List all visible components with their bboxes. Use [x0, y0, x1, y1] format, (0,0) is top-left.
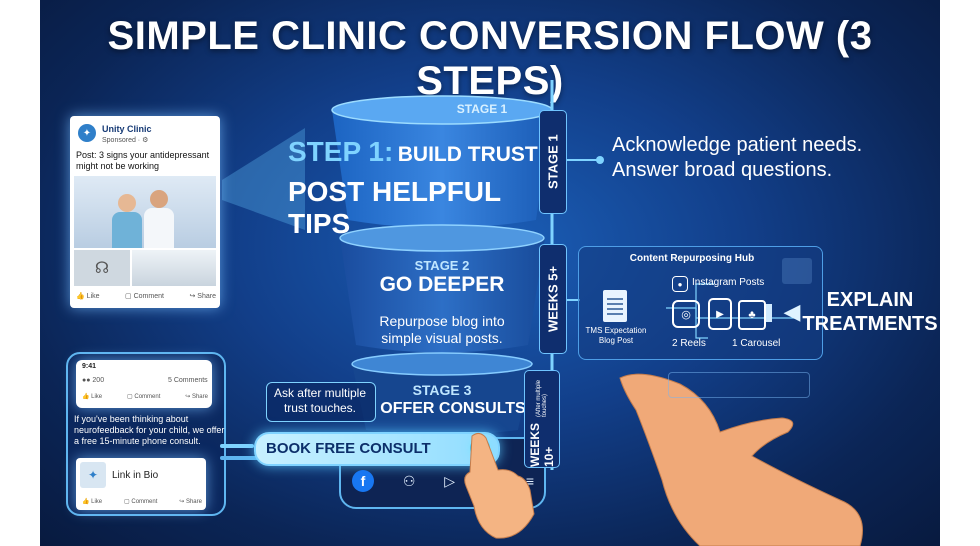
phone-post-line2: neurofeedback for your child, we offer [74, 425, 225, 435]
phone-like-label: Like [91, 394, 103, 400]
unity-clinic-logo-small: ✦ [80, 462, 106, 488]
reaching-hand [619, 373, 863, 546]
stage2-label: STAGE 2 [414, 258, 470, 273]
stage1-step-prefix: STEP 1: [288, 136, 394, 167]
hub-reels-label: 2 Reels [672, 338, 706, 349]
instagram-icon: ● [672, 276, 688, 292]
stage3-title: OFFER CONSULTS [380, 400, 526, 417]
phone-like-button[interactable]: 👍 Like [82, 394, 103, 400]
reels-icon-2: ▶ [708, 298, 732, 330]
infographic-frame: SIMPLE CLINIC CONVERSION FLOW (3 STEPS) [40, 0, 940, 546]
link-comment-button[interactable]: ▢ Comment [124, 499, 158, 505]
hub-instagram-label: Instagram Posts [692, 277, 765, 288]
sponsored-label: Sponsored · ⚙ [102, 137, 149, 144]
phone-post-line1: If you've been thinking about [74, 414, 189, 424]
stage2-body-line2: simple visual posts. [381, 330, 503, 346]
page-title: SIMPLE CLINIC CONVERSION FLOW (3 STEPS) [107, 14, 873, 103]
link-like-button[interactable]: 👍 Like [82, 499, 103, 505]
clinic-name: Unity Clinic [102, 124, 152, 134]
phone-share-label: Share [191, 394, 208, 400]
link-share-label: Share [185, 499, 202, 505]
stage1-step-heading: STEP 1: BUILD TRUST [288, 136, 548, 168]
play-icon[interactable]: ▷ [444, 472, 455, 489]
phone-comment-button[interactable]: ▢ Comment [127, 394, 161, 400]
funnel-stage-2 [340, 238, 545, 353]
hands-illustration [464, 373, 863, 546]
like-button[interactable]: 👍 Like [76, 293, 100, 300]
megaphone-icon: ◀ [783, 299, 801, 324]
stage3-callout [266, 382, 376, 422]
stage3-callout-text: Ask after multiple trust touches. [268, 386, 372, 416]
document-icon [603, 290, 627, 322]
explain-treatments: EXPLAIN TREATMENTS [800, 288, 940, 336]
sponsored-post-card: ✦ Unity Clinic Sponsored · ⚙ Post: 3 sig… [70, 116, 220, 308]
stage3-label: STAGE 3 [412, 382, 472, 398]
phone-post-text: If you've been thinking about neurofeedb… [74, 414, 234, 447]
unity-clinic-logo: ✦ [78, 124, 96, 142]
clinic-staff-photo [74, 176, 216, 248]
stage2-title: GO DEEPER [379, 273, 505, 296]
phone-time: 9:41 [82, 363, 97, 370]
funnel-stage-3 [352, 364, 532, 435]
menu-icon[interactable]: ≡ [525, 473, 534, 489]
phone-post-header: 9:41 ●● 200 5 Comments 👍 Like ▢ Comment … [76, 360, 212, 408]
like-label: Like [86, 293, 100, 300]
stage3-callout-line2: trust touches. [283, 401, 357, 415]
phone-share-button[interactable]: ↪ Share [185, 394, 208, 400]
stage1-step-title: BUILD TRUST [397, 143, 538, 166]
stage1-label: STAGE 1 [456, 102, 508, 116]
link-in-bio-label: Link in Bio [112, 470, 159, 481]
stage3-callout-line1: Ask after multiple [273, 386, 367, 400]
phone-post-line3: a free 15-minute phone consult. [74, 436, 201, 446]
explain-line1: EXPLAIN [826, 289, 914, 311]
clinic-room-photo [132, 250, 216, 286]
stage1-description-line1: Acknowledge patient needs. [612, 134, 863, 156]
share-label: Share [197, 293, 216, 300]
stage1-subtitle: POST HELPFUL TIPS [288, 176, 501, 239]
funnel-stage-1 [332, 110, 552, 228]
cta-connector [220, 444, 254, 448]
pointing-hand [464, 432, 535, 539]
reactions-count: ●● 200 [82, 377, 105, 384]
link-like-label: Like [91, 499, 103, 505]
share-button[interactable]: ↪ Share [189, 293, 216, 300]
cta-label: BOOK FREE CONSULT [266, 440, 431, 457]
stethoscope-icon: ☊ [74, 250, 130, 286]
explain-line2: TREATMENTS [802, 313, 938, 335]
card-connector [222, 128, 305, 230]
link-card-action-bar: 👍 Like ▢ Comment ↪ Share [82, 498, 202, 505]
phone-comment-label: Comment [134, 394, 161, 400]
stage2-body-line1: Repurpose blog into [379, 313, 505, 329]
phone-action-bar: 👍 Like ▢ Comment ↪ Share [82, 393, 208, 400]
decor-panel [782, 258, 812, 284]
reels-icon-1: ◎ [672, 300, 700, 328]
hub-blog-line2: Blog Post [598, 336, 634, 345]
hub-title: Content Repurposing Hub [629, 253, 755, 264]
link-share-button[interactable]: ↪ Share [179, 499, 202, 505]
reactions-count-value: 200 [92, 377, 105, 384]
carousel-icon: ♣ [738, 300, 766, 330]
comments-count: 5 Comments [168, 377, 208, 384]
facebook-icon[interactable]: f [352, 470, 374, 492]
stage2-body: Repurpose blog into simple visual posts. [342, 313, 542, 347]
hub-blog-label: TMS Expectation Blog Post [580, 326, 652, 346]
link-comment-label: Comment [131, 499, 158, 505]
carousel-stack [766, 304, 772, 322]
post-text: Post: 3 signs your antidepressant might … [76, 150, 210, 171]
comment-button[interactable]: ▢ Comment [125, 293, 164, 300]
post-action-bar: 👍 Like ▢ Comment ↪ Share [76, 292, 216, 300]
people-icon[interactable]: ⚇ [402, 472, 416, 489]
stage1-description: Acknowledge patient needs. Answer broad … [612, 133, 912, 183]
cta-connector-2 [220, 456, 278, 460]
funnel-graphic [222, 80, 604, 509]
link-in-bio-card[interactable]: ✦ Link in Bio 👍 Like ▢ Comment ↪ Share [76, 458, 206, 510]
comment-label: Comment [133, 293, 164, 300]
hub-carousel-label: 1 Carousel [732, 338, 781, 349]
decor-panel-2 [668, 372, 810, 398]
hub-blog-line1: TMS Expectation [585, 326, 647, 335]
stage1-description-line2: Answer broad questions. [612, 159, 833, 181]
